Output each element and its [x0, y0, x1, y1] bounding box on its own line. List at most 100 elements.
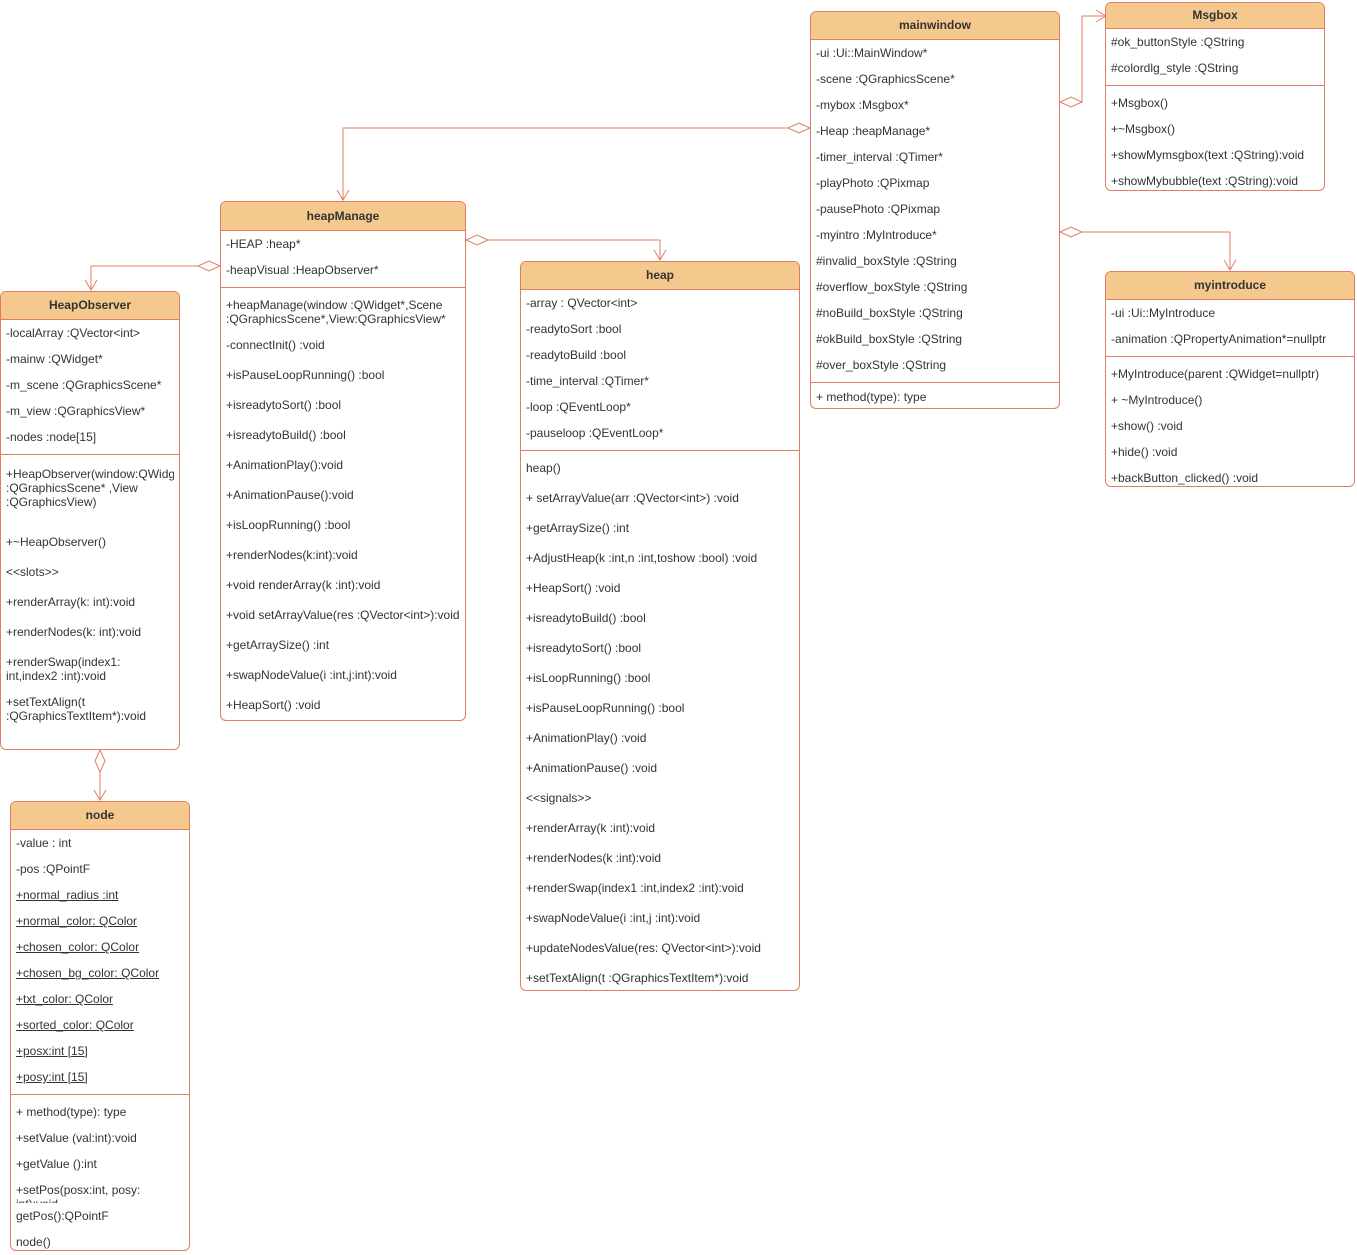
method-row: + setArrayValue(arr :QVector<int>) :void: [526, 491, 739, 505]
methods-section: + method(type): type: [811, 383, 1059, 407]
attribute-row: #over_boxStyle :QString: [816, 358, 947, 372]
aggregation-diamond-icon: [1058, 226, 1084, 238]
attribute-row: +normal_color: QColor: [16, 914, 138, 928]
method-row: +heapManage(window :QWidget*,Scene :QGra…: [226, 298, 446, 326]
class-box-mainwindow[interactable]: mainwindow-ui :Ui::MainWindow*-scene :QG…: [810, 11, 1060, 409]
method-row: +AnimationPause() :void: [526, 761, 658, 775]
method-row: +renderNodes(k :int):void: [526, 851, 662, 865]
method-row: + method(type): type: [16, 1105, 127, 1119]
methods-section: +MyIntroduce(parent :QWidget=nullptr)+ ~…: [1106, 357, 1354, 486]
class-name: mainwindow: [811, 12, 1059, 40]
link-mainwindow-myintroduce[interactable]: [1082, 231, 1231, 270]
methods-section: +HeapObserver(window:QWidget,Scene :QGra…: [1, 455, 179, 737]
attribute-row: +chosen_color: QColor: [16, 940, 140, 954]
attributes-section: -localArray :QVector<int>-mainw :QWidget…: [1, 320, 179, 455]
class-name: HeapObserver: [1, 292, 179, 320]
attribute-row: #okBuild_boxStyle :QString: [816, 332, 963, 346]
method-row: + method(type): type: [816, 390, 927, 404]
method-row: <<signals>>: [526, 791, 592, 805]
attribute-row: -pos :QPointF: [16, 862, 91, 876]
method-row: heap(): [526, 461, 561, 475]
attributes-section: -ui :Ui::MainWindow*-scene :QGraphicsSce…: [811, 40, 1059, 383]
method-row: +isreadytoBuild() :bool: [226, 428, 346, 442]
attribute-row: #ok_buttonStyle :QString: [1111, 35, 1245, 49]
class-box-node[interactable]: node-value : int-pos :QPointF+normal_rad…: [10, 801, 190, 1251]
attribute-row: -Heap :heapManage*: [816, 124, 931, 138]
link-mainwindow-heapmanage[interactable]: [342, 127, 788, 200]
class-box-myintroduce[interactable]: myintroduce-ui :Ui::MyIntroduce-animatio…: [1105, 271, 1355, 487]
method-row: +isreadytoSort() :bool: [226, 398, 342, 412]
method-row: +void renderArray(k :int):void: [226, 578, 381, 592]
method-row: +updateNodesValue(res: QVector<int>):voi…: [526, 941, 761, 955]
arrow-head-icon: [84, 279, 98, 291]
link-heapmanage-heapobserver[interactable]: [90, 265, 198, 290]
attribute-row: -scene :QGraphicsScene*: [816, 72, 955, 86]
method-row: <<slots>>: [6, 565, 59, 579]
aggregation-diamond-icon: [196, 260, 222, 272]
attributes-section: #ok_buttonStyle :QString #colordlg_style …: [1106, 29, 1324, 86]
method-row: +MyIntroduce(parent :QWidget=nullptr): [1111, 367, 1320, 381]
attribute-row: +txt_color: QColor: [16, 992, 114, 1006]
aggregation-diamond-icon: [1058, 96, 1084, 108]
method-row: +setTextAlign(t :QGraphicsTextItem*):voi…: [6, 695, 147, 723]
attribute-row: -ui :Ui::MainWindow*: [816, 46, 928, 60]
class-name: node: [11, 802, 189, 830]
attribute-row: -m_view :QGraphicsView*: [6, 404, 146, 418]
class-box-heap[interactable]: heap -array : QVector<int> -readytoSort :b…: [520, 261, 800, 991]
arrow-head-icon: [653, 249, 667, 261]
method-row: +getArraySize() :int: [526, 521, 630, 535]
methods-section: + method(type): type +setValue (val:int):…: [11, 1095, 189, 1250]
method-row: +isPauseLoopRunning() :bool: [526, 701, 685, 715]
method-row: +setPos(posx:int, posy: int):void: [16, 1183, 141, 1203]
method-row: +AnimationPlay() :void: [526, 731, 647, 745]
method-row: -connectInit() :void: [226, 338, 325, 352]
aggregation-diamond-icon: [94, 748, 106, 774]
link-heapmanage-heap[interactable]: [488, 239, 661, 260]
class-box-heapmanage[interactable]: heapManage-HEAP :heap*-heapVisual :HeapO…: [220, 201, 466, 721]
method-row: +isPauseLoopRunning() :bool: [226, 368, 385, 382]
attribute-row: -readytoSort :bool: [526, 322, 622, 336]
aggregation-diamond-icon: [464, 234, 490, 246]
method-row: getPos():QPointF: [16, 1209, 109, 1223]
link-mainwindow-msgbox[interactable]: [1081, 15, 1106, 102]
method-row: +swapNodeValue(i :int,j:int):void: [226, 668, 397, 682]
attribute-row: -localArray :QVector<int>: [6, 326, 141, 340]
class-name: myintroduce: [1106, 272, 1354, 300]
attribute-row: +sorted_color: QColor: [16, 1018, 134, 1032]
attribute-row: -HEAP :heap*: [226, 237, 301, 251]
attribute-row: -m_scene :QGraphicsScene*: [6, 378, 162, 392]
attribute-row: -loop :QEventLoop*: [526, 400, 631, 414]
methods-section: heap() + setArrayValue(arr :QVector<int>)…: [521, 451, 799, 990]
class-box-msgbox[interactable]: Msgbox#ok_buttonStyle :QString#colordlg_…: [1105, 2, 1325, 191]
method-row: +setTextAlign(t :QGraphicsTextItem*):voi…: [526, 971, 749, 985]
class-box-heapobserver[interactable]: HeapObserver-localArray :QVector<int>-ma…: [0, 291, 180, 750]
attributes-section: -array : QVector<int> -readytoSort :bool -…: [521, 290, 799, 451]
attribute-row: -ui :Ui::MyIntroduce: [1111, 306, 1216, 320]
attributes-section: -ui :Ui::MyIntroduce-animation :QPropert…: [1106, 300, 1354, 357]
method-row: +renderArray(k: int):void: [6, 595, 136, 609]
method-row: +swapNodeValue(i :int,j :int):void: [526, 911, 701, 925]
method-row: +~HeapObserver(): [6, 535, 107, 549]
attribute-row: #overflow_boxStyle :QString: [816, 280, 968, 294]
method-row: +renderSwap(index1: int,index2 :int):voi…: [6, 655, 124, 683]
class-name: heapManage: [221, 202, 465, 231]
method-row: +HeapSort() :void: [526, 581, 621, 595]
arrow-head-icon: [93, 789, 107, 801]
attribute-row: -timer_interval :QTimer*: [816, 150, 943, 164]
methods-section: +Msgbox()+~Msgbox()+showMymsgbox(text :Q…: [1106, 86, 1324, 190]
method-row: +HeapObserver(window:QWidget,Scene :QGra…: [6, 467, 174, 509]
arrow-head-icon: [1223, 259, 1237, 271]
attribute-row: -nodes :node[15]: [6, 430, 97, 444]
attribute-row: -myintro :MyIntroduce*: [816, 228, 937, 242]
attribute-row: +posy:int [15]: [16, 1070, 88, 1084]
attribute-row: #invalid_boxStyle :QString: [816, 254, 957, 268]
class-name: heap: [521, 262, 799, 290]
attribute-row: -array : QVector<int>: [526, 296, 638, 310]
method-row: +AnimationPause():void: [226, 488, 354, 502]
method-row: +show() :void: [1111, 419, 1183, 433]
attribute-row: -animation :QPropertyAnimation*=nullptr: [1111, 332, 1327, 346]
method-row: +setValue (val:int):void: [16, 1131, 137, 1145]
attribute-row: #colordlg_style :QString: [1111, 61, 1239, 75]
method-row: +isLoopRunning() :bool: [526, 671, 651, 685]
